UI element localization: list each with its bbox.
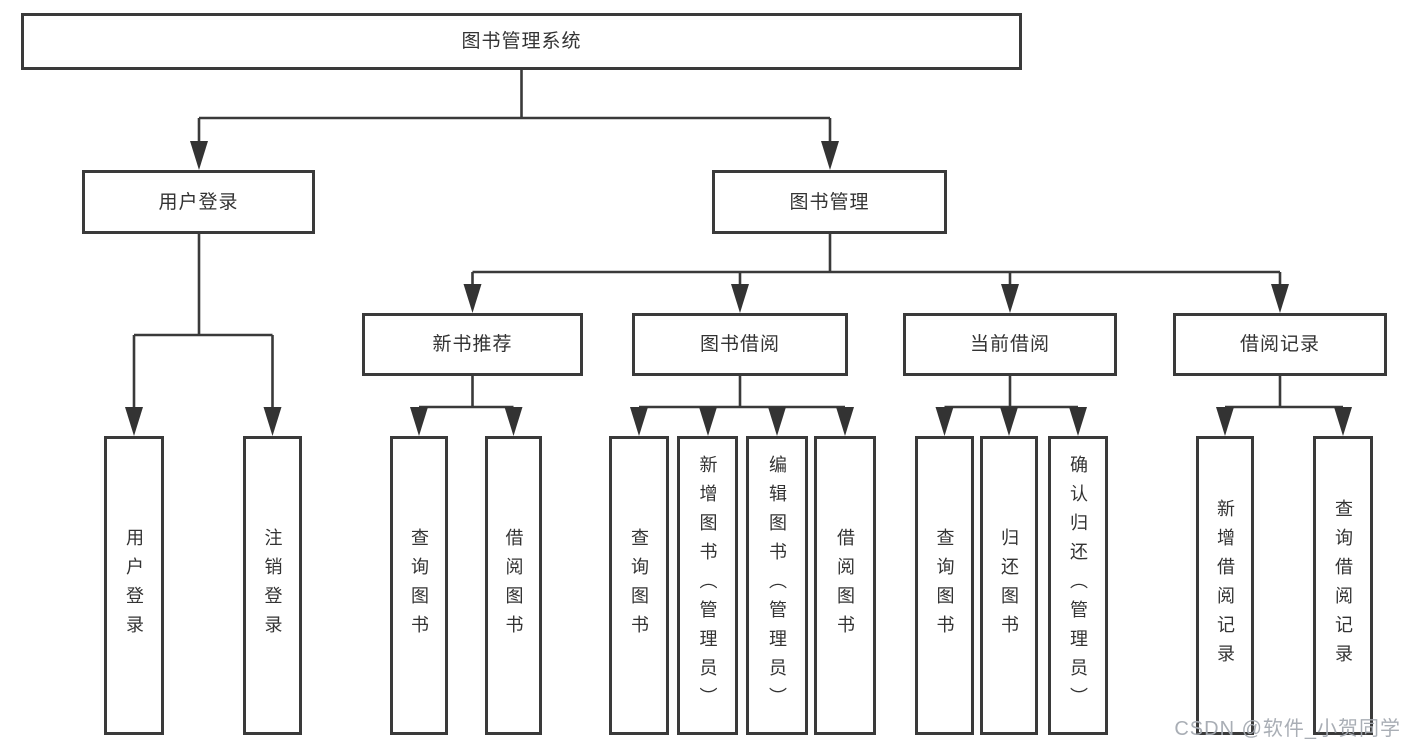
leaf-query-books-recommend: 查询图书 [390,436,448,735]
arrowhead-icon [699,407,717,436]
arrowhead-icon [1000,407,1018,436]
leaf-query-borrow-record-label: 查询借阅记录 [1333,498,1353,673]
leaf-confirm-return-admin: 确认归还（管理员） [1048,436,1108,735]
leaf-borrow-books-recommend: 借阅图书 [485,436,542,735]
arrowheads [125,141,1352,436]
node-user-login: 用户登录 [82,170,315,234]
arrowhead-icon [263,407,282,436]
leaf-query-books-current: 查询图书 [915,436,974,735]
arrowhead-icon [821,141,839,170]
node-book-borrow: 图书借阅 [632,313,848,376]
arrowhead-icon [1334,407,1352,436]
arrowhead-icon [935,407,954,436]
node-borrow-records-label: 借阅记录 [1239,334,1320,355]
node-book-management: 图书管理 [712,170,947,234]
arrowhead-icon [731,284,749,313]
arrowhead-icon [463,284,482,313]
arrowhead-icon [1271,284,1289,313]
arrowhead-icon [1001,284,1019,313]
arrowhead-icon [410,407,428,436]
leaf-logout-login-label: 注销登录 [262,527,283,644]
arrowhead-icon [1069,407,1087,436]
arrowhead-icon [630,407,648,436]
arrowhead-icon [836,407,854,436]
leaf-borrow-books-2-label: 借阅图书 [835,527,855,644]
node-book-borrow-label: 图书借阅 [699,334,780,355]
arrowhead-icon [125,407,143,436]
leaf-return-book: 归还图书 [980,436,1038,735]
leaf-add-borrow-record-label: 新增借阅记录 [1215,498,1235,673]
leaf-return-book-label: 归还图书 [999,527,1019,644]
leaf-user-login-label: 用户登录 [124,527,144,644]
leaf-edit-book-admin-label: 编辑图书（管理员） [767,455,787,716]
arrowhead-icon [1216,407,1234,436]
node-new-book-recommend: 新书推荐 [362,313,583,376]
leaf-query-books-borrow: 查询图书 [609,436,669,735]
leaf-add-borrow-record: 新增借阅记录 [1196,436,1254,735]
leaf-add-book-admin: 新增图书（管理员） [677,436,738,735]
node-user-login-label: 用户登录 [158,191,239,213]
arrowhead-icon [768,407,786,436]
leaf-query-borrow-record: 查询借阅记录 [1313,436,1373,735]
leaf-logout-login: 注销登录 [243,436,302,735]
leaf-borrow-books-2: 借阅图书 [814,436,876,735]
leaf-query-books-borrow-label: 查询图书 [629,527,649,644]
node-new-book-recommend-label: 新书推荐 [432,334,513,355]
arrowhead-icon [190,141,208,170]
node-book-management-label: 图书管理 [789,191,870,213]
leaf-query-books-recommend-label: 查询图书 [409,527,429,644]
leaf-add-book-admin-label: 新增图书（管理员） [697,455,718,716]
leaf-query-books-current-label: 查询图书 [934,527,955,644]
node-current-borrow-label: 当前借阅 [969,334,1050,355]
csdn-watermark: CSDN @软件_小贺同学 [1174,718,1401,740]
node-root-label: 图书管理系统 [461,31,582,52]
arrowhead-icon [504,407,523,436]
node-root: 图书管理系统 [21,13,1022,70]
leaf-borrow-books-recommend-label: 借阅图书 [503,527,524,644]
leaf-user-login: 用户登录 [104,436,164,735]
node-current-borrow: 当前借阅 [903,313,1117,376]
leaf-confirm-return-admin-label: 确认归还（管理员） [1068,455,1088,716]
leaf-edit-book-admin: 编辑图书（管理员） [746,436,808,735]
node-borrow-records: 借阅记录 [1173,313,1387,376]
